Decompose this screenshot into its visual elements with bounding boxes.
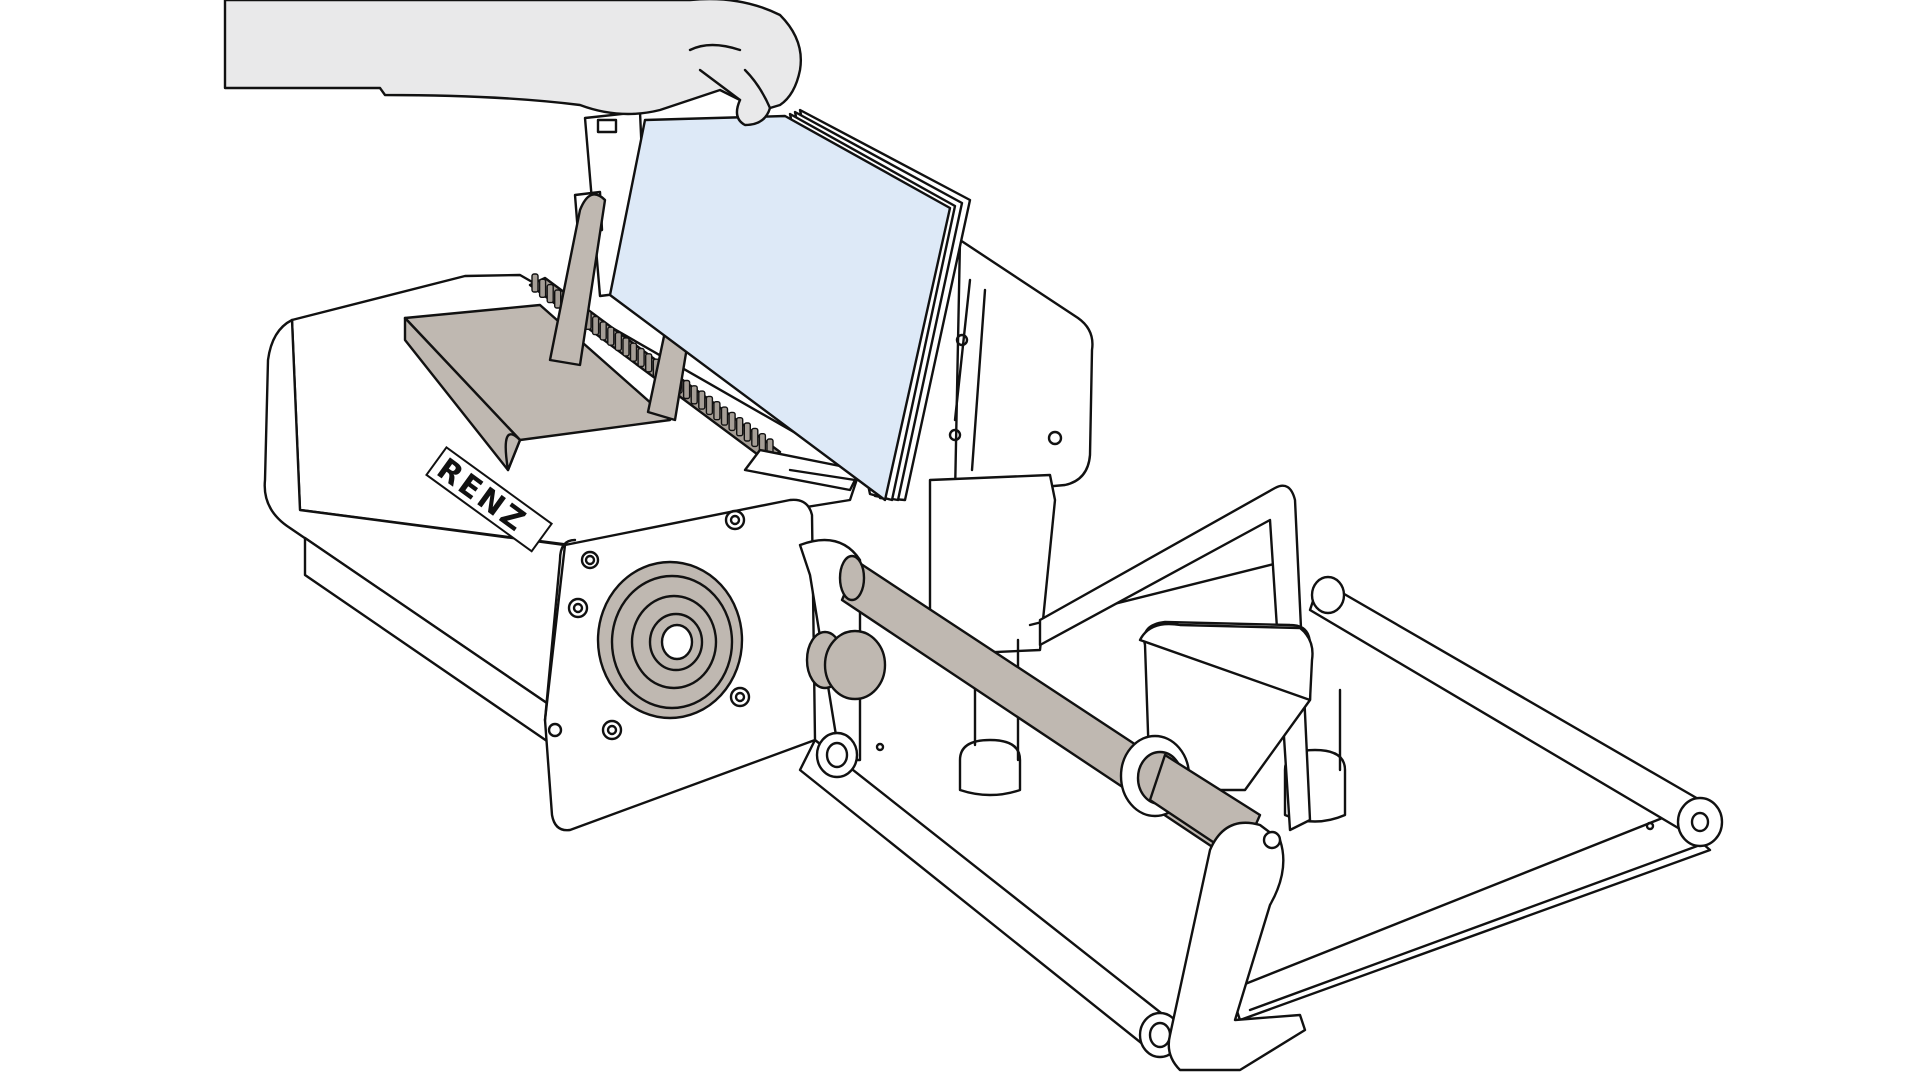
comb-tooth: [690, 385, 698, 405]
comb-tooth: [591, 315, 600, 336]
comb-tooth: [607, 326, 615, 346]
comb-tooth: [599, 321, 607, 341]
comb-tooth: [743, 422, 751, 442]
comb-tooth: [713, 401, 721, 421]
rear-block-housing: [953, 238, 1094, 497]
tray-plate: [1228, 813, 1712, 1022]
adjustment-knob-icon[interactable]: [805, 629, 887, 701]
end-plate-holes: [547, 509, 751, 741]
comb-tooth: [698, 390, 706, 410]
machine-front-face: [263, 318, 567, 714]
rear-block: [948, 238, 1094, 497]
rear-block-hole: [1047, 430, 1063, 446]
comb-tooth: [614, 331, 623, 352]
comb-tooth: [645, 353, 653, 373]
hand-icon: [223, 0, 802, 127]
cradle-wing: [1138, 622, 1314, 702]
comb-tooth: [736, 417, 744, 437]
comb-tooth: [629, 342, 638, 362]
comb-tooth: [751, 427, 759, 448]
comb-tooth: [720, 406, 729, 426]
comb-tooth: [705, 395, 714, 416]
cradle-front-arm: [1167, 821, 1307, 1072]
stand: [928, 473, 1347, 823]
delivery-cradle: [798, 484, 1724, 1072]
paper-stack: [608, 108, 972, 502]
comb-tooth: [682, 379, 691, 400]
support-arm-left: [548, 193, 607, 367]
stand-foot-left: [958, 738, 1022, 797]
handwheel-icon[interactable]: [596, 560, 744, 720]
paper-guide-plate: [403, 303, 672, 472]
comb-tooth: [622, 337, 630, 357]
cradle-roller-top: [815, 731, 859, 779]
comb-tooth: [728, 411, 736, 432]
comb-tooth: [637, 347, 645, 368]
comb-tooth: [538, 278, 547, 298]
comb-tooth: [546, 283, 554, 304]
tray-roller-end: [1676, 796, 1724, 848]
tray-roller-rail: [1308, 578, 1702, 837]
comb-tooth: [554, 289, 562, 309]
rear-frame-slot: [596, 118, 618, 134]
comb-tooth: [531, 273, 539, 293]
